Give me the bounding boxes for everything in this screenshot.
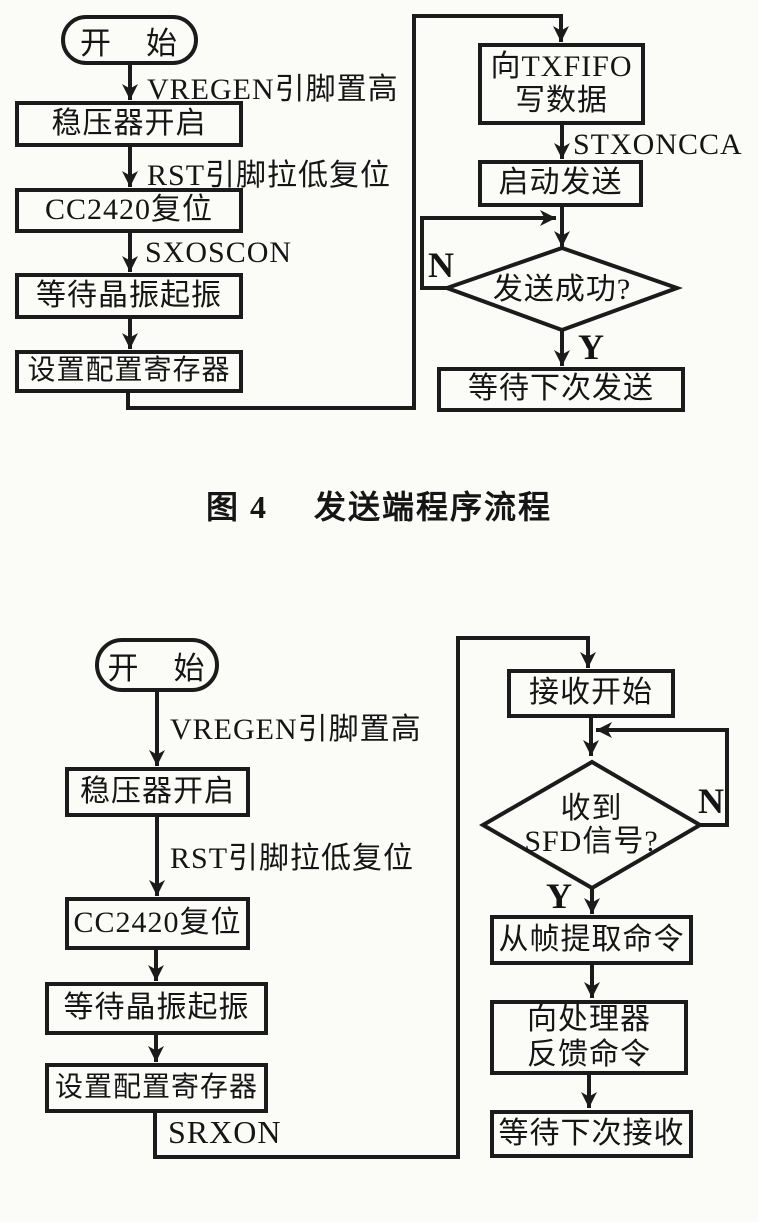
rx-step-feedback: 向处理器 反馈命令	[490, 1000, 688, 1075]
tx-edge-label-stxoncca: STXONCCA	[573, 128, 743, 161]
rx-step-oscillator: 等待晶振起振	[45, 982, 268, 1035]
tx-edge-label-rst: RST引脚拉低复位	[147, 159, 392, 192]
rx-step-regulator: 稳压器开启	[65, 767, 250, 817]
rx-step-reset: CC2420复位	[65, 897, 250, 950]
rx-step-extract: 从帧提取命令	[490, 915, 693, 965]
tx-step-config: 设置配置寄存器	[15, 350, 243, 393]
rx-edge-label-srxon: SRXON	[168, 1114, 282, 1150]
rx-edge-label-rst: RST引脚拉低复位	[170, 842, 415, 875]
tx-branch-yes-label: Y	[578, 327, 604, 367]
rx-feed-line-config-to-rxstart	[153, 636, 596, 1159]
tx-feed-line-config-to-writefifo	[126, 14, 569, 410]
rx-no-loop-line	[596, 722, 729, 827]
tx-start-label: 开 始	[80, 25, 179, 61]
figure-caption-title: 发送端程序流程	[314, 489, 553, 525]
rx-decision-label: 收到 SFD信号?	[524, 792, 659, 858]
tx-branch-no-label: N	[428, 245, 454, 285]
tx-step-reset: CC2420复位	[15, 188, 243, 233]
rx-edge-label-vregen: VREGEN引脚置高	[170, 713, 422, 746]
tx-step-wait-next: 等待下次发送	[437, 367, 685, 412]
rx-step-config: 设置配置寄存器	[45, 1063, 268, 1113]
rx-step-rx-start: 接收开始	[507, 669, 675, 718]
rx-branch-yes-label: Y	[546, 876, 572, 916]
tx-decision-label: 发送成功?	[492, 272, 632, 306]
tx-step-oscillator: 等待晶振起振	[15, 273, 243, 319]
tx-no-loop-line	[420, 210, 556, 290]
tx-step-write-fifo: 向TXFIFO 写数据	[478, 43, 645, 125]
rx-start-label: 开 始	[107, 650, 207, 686]
tx-step-regulator: 稳压器开启	[15, 101, 243, 147]
tx-edge-label-sxoscon: SXOSCON	[145, 236, 293, 269]
figure-caption-number: 图 4	[205, 489, 268, 525]
figure-caption: 图 4 发送端程序流程	[0, 482, 758, 528]
rx-flow-lines	[95, 636, 729, 1159]
rx-step-wait-next: 等待下次接收	[490, 1110, 693, 1158]
tx-edge-label-vregen: VREGEN引脚置高	[147, 73, 399, 106]
tx-flow-lines	[61, 14, 683, 410]
tx-step-start-tx: 启动发送	[478, 160, 643, 207]
rx-branch-no-label: N	[698, 781, 724, 821]
